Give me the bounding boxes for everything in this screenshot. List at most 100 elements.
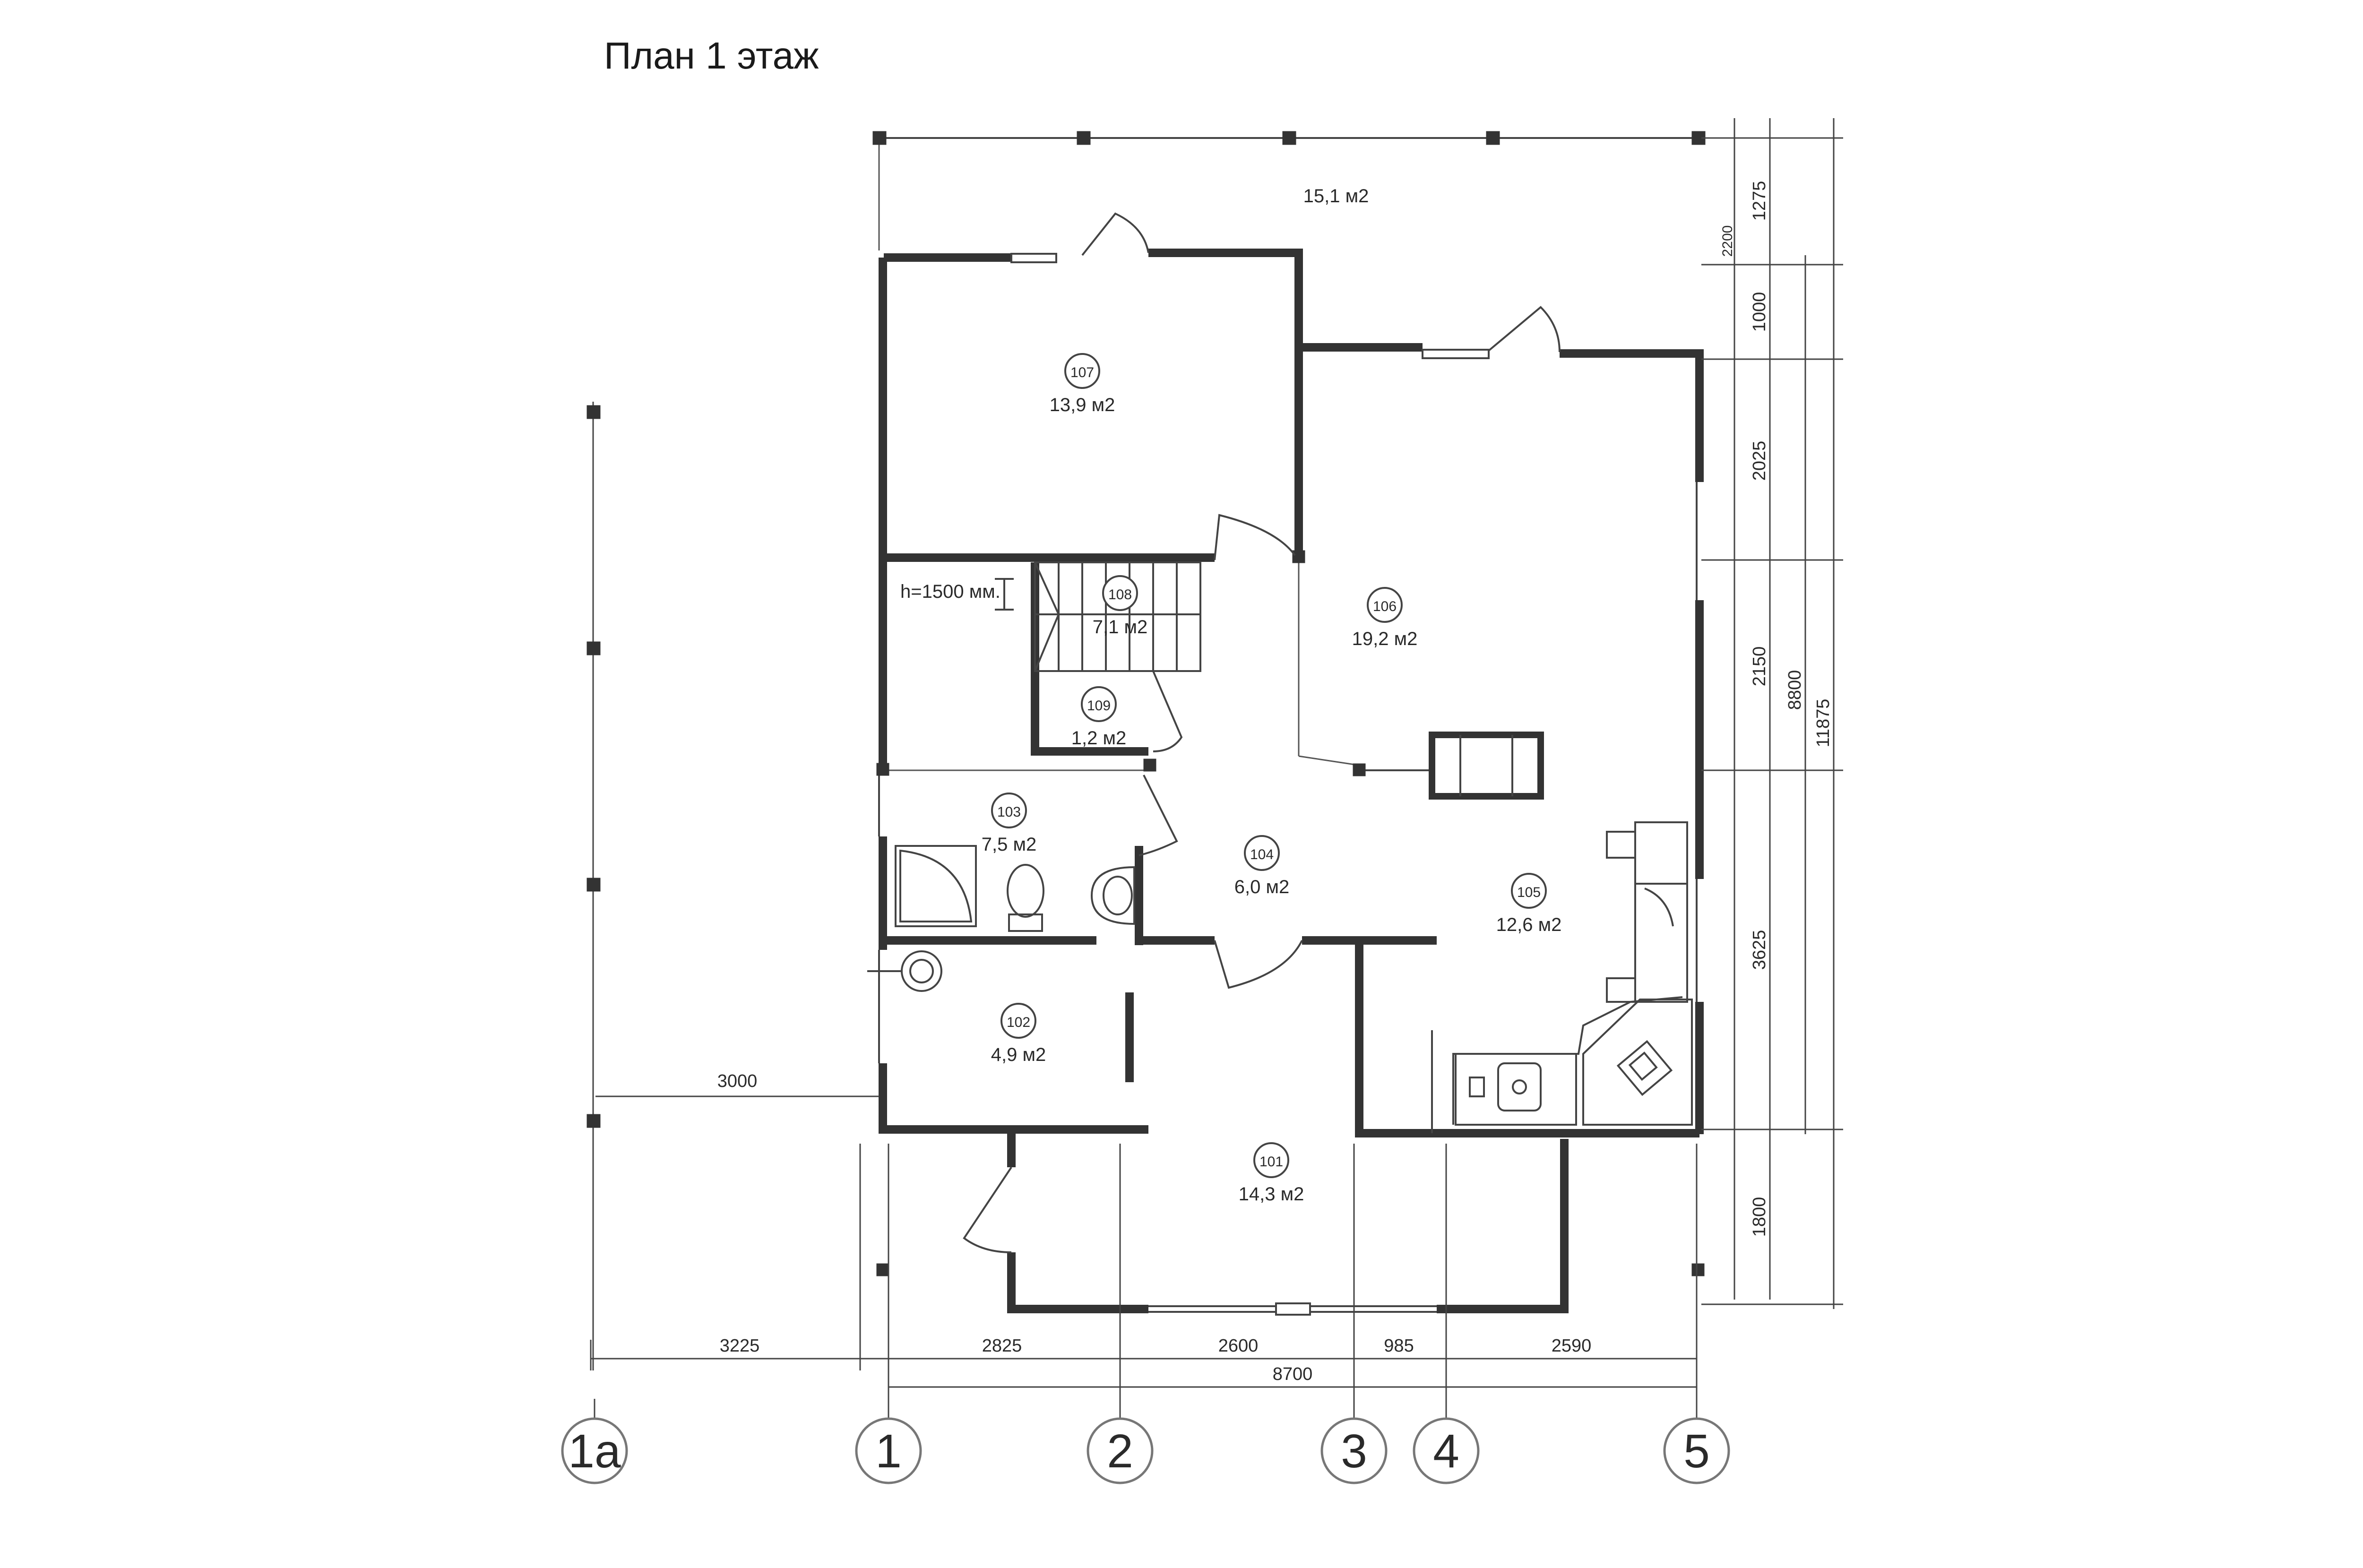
room-number: 109 (1087, 698, 1111, 714)
dim-2150: 2150 (1750, 646, 1769, 687)
dim-2200: 2200 (1720, 225, 1735, 257)
column (586, 405, 601, 419)
dim-3625: 3625 (1750, 930, 1769, 970)
dim-11875: 11875 (1813, 699, 1833, 748)
kitchen-counter (1452, 996, 1693, 1126)
dim-8800: 8800 (1785, 670, 1805, 710)
dim-2600: 2600 (1218, 1336, 1259, 1356)
dim-2590: 2590 (1552, 1336, 1592, 1356)
room-number: 106 (1373, 599, 1397, 614)
room-number-circle (1367, 587, 1403, 623)
door-107 (1081, 212, 1149, 256)
room-number-circle (1000, 1003, 1036, 1039)
dim-1000: 1000 (1750, 292, 1769, 332)
dim-3000: 3000 (717, 1071, 758, 1091)
window (1010, 253, 1057, 263)
room-number: 105 (1517, 885, 1541, 900)
room-number-circle (1081, 686, 1117, 722)
column (586, 878, 601, 892)
column (876, 763, 889, 776)
partition (1298, 755, 1362, 767)
room-number-circle (1253, 1142, 1289, 1178)
axis-label: 1а (568, 1425, 621, 1478)
dimension-ticks (590, 1144, 1698, 1399)
shower (895, 845, 977, 927)
column (1077, 131, 1091, 145)
terrace-area: 15,1 м2 (1303, 186, 1369, 207)
axis-markers: 1а 1 2 3 4 5 (561, 1399, 1730, 1484)
room-number-circle (1511, 873, 1547, 909)
room-area: 4,9 м2 (991, 1044, 1046, 1065)
stair-height-note: h=1500 мм. (900, 581, 1000, 602)
column (1143, 758, 1156, 772)
axis-label: 3 (1341, 1425, 1367, 1478)
dim-total-8700: 8700 (1273, 1364, 1313, 1384)
door-109 (1152, 671, 1183, 752)
room-area: 12,6 м2 (1496, 914, 1562, 935)
room-number: 103 (997, 804, 1021, 820)
dim-3225: 3225 (720, 1336, 760, 1356)
height-marker (995, 578, 1014, 611)
room-number: 101 (1259, 1154, 1283, 1170)
axis-bubble (855, 1417, 922, 1484)
axis-label: 2 (1107, 1425, 1133, 1478)
axis-bubble (561, 1417, 628, 1484)
door-104 (1214, 940, 1303, 989)
wall (1148, 249, 1423, 352)
door-107-inner (1214, 514, 1296, 560)
stair (1034, 561, 1201, 672)
column (1486, 131, 1500, 145)
dim-1275: 1275 (1750, 181, 1769, 221)
oven-block (1429, 732, 1544, 800)
column (1292, 550, 1305, 563)
window (1275, 1302, 1311, 1316)
fridge-stove-column (1606, 821, 1688, 1003)
boiler (867, 950, 942, 992)
room-number-circle (1102, 575, 1138, 611)
wall (879, 1063, 1148, 1134)
axis-label: 4 (1433, 1425, 1459, 1478)
wall (1437, 1139, 1569, 1313)
room-number: 108 (1108, 587, 1132, 603)
door-106 (1488, 306, 1561, 353)
room-area: 19,2 м2 (1352, 629, 1418, 649)
column (876, 1263, 889, 1276)
room-number: 107 (1070, 365, 1094, 380)
plan-title: План 1 этаж (604, 34, 819, 77)
door-entrance (963, 1166, 1012, 1253)
room-area: 14,3 м2 (1239, 1184, 1304, 1205)
column (1691, 1263, 1705, 1276)
sink (1090, 866, 1135, 925)
axis-label: 5 (1683, 1425, 1710, 1478)
room-number-circle (1064, 353, 1100, 389)
window (1422, 349, 1490, 359)
room-area: 1,2 м2 (1071, 728, 1126, 749)
dim-1800: 1800 (1750, 1197, 1769, 1237)
room-number-circle (991, 793, 1027, 828)
wall (1007, 1252, 1148, 1313)
column (586, 1114, 601, 1128)
axis-label: 1 (875, 1425, 902, 1478)
axis-bubble (1413, 1417, 1480, 1484)
room-area: 7,1 м2 (1093, 617, 1147, 638)
room-area: 13,9 м2 (1050, 395, 1115, 415)
dim-985: 985 (1384, 1336, 1414, 1356)
room-area: 6,0 м2 (1234, 877, 1289, 897)
wall (1560, 349, 1704, 482)
room-number: 102 (1007, 1015, 1030, 1030)
door-103 (1138, 775, 1178, 856)
column (1282, 131, 1296, 145)
axis-bubble (1320, 1417, 1388, 1484)
dim-2025: 2025 (1750, 441, 1769, 481)
column (872, 131, 887, 145)
column (586, 641, 601, 655)
dimension-ticks (1701, 137, 1843, 1305)
axis-bubble (1087, 1417, 1154, 1484)
column (1353, 763, 1366, 776)
wall (1355, 940, 1699, 1137)
axis-bubble (1663, 1417, 1730, 1484)
dim-2825: 2825 (982, 1336, 1022, 1356)
toilet (1007, 864, 1044, 932)
